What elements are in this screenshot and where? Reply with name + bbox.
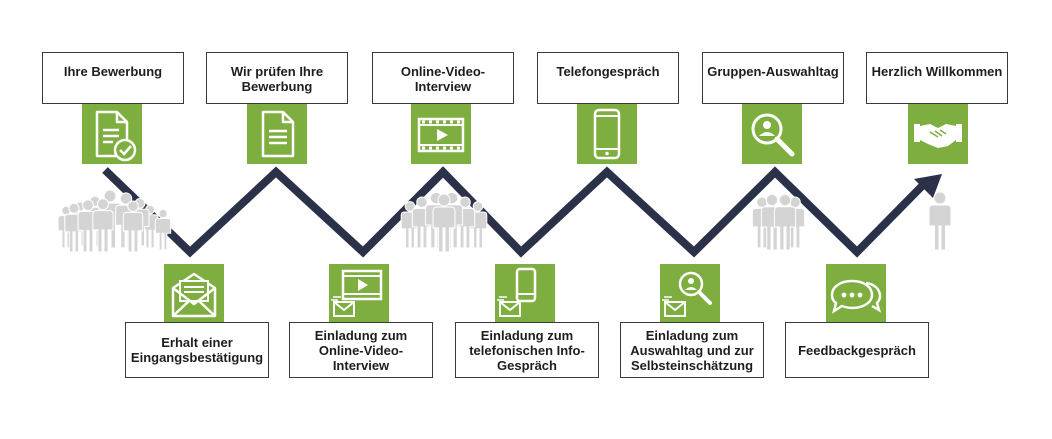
step-box-telefongespraech: Telefongespräch	[537, 52, 679, 104]
step-label: Erhalt einer Eingangsbestätigung	[130, 335, 264, 365]
video-player-icon	[411, 104, 471, 164]
step-box-herzlich-willkommen: Herzlich Willkommen	[866, 52, 1008, 104]
step-label: Ihre Bewerbung	[63, 64, 163, 79]
people-group	[400, 191, 488, 253]
smartphone-icon	[577, 104, 637, 164]
step-box-einladung-auswahltag: Einladung zum Auswahltag und zur Selbste…	[620, 322, 764, 378]
step-label: Online-Video-Interview	[400, 64, 486, 94]
document-check-icon	[82, 104, 142, 164]
step-label: Gruppen-Auswahltag	[707, 64, 839, 79]
person-icon	[122, 200, 144, 253]
step-label: Telefongespräch	[556, 64, 660, 79]
step-label: Einladung zum Auswahltag und zur Selbste…	[630, 327, 754, 373]
video-invite-icon	[329, 264, 389, 324]
step-box-einladung-telefon: Einladung zum telefonischen Info-Gespräc…	[455, 322, 599, 378]
step-box-ihre-bewerbung: Ihre Bewerbung	[42, 52, 184, 104]
step-label: Wir prüfen Ihre Bewerbung	[230, 64, 324, 94]
people-group	[57, 189, 172, 253]
magnifier-person-icon	[742, 104, 802, 164]
person-icon	[154, 208, 172, 251]
step-box-feedbackgespraech: Feedbackgespräch	[785, 322, 929, 378]
step-label: Einladung zum Online-Video-Interview	[314, 327, 408, 373]
people-group	[751, 193, 806, 251]
search-invite-icon	[660, 264, 720, 324]
person-icon	[928, 191, 952, 251]
document-icon	[247, 104, 307, 164]
step-label: Herzlich Willkommen	[871, 64, 1003, 79]
handshake-icon	[908, 104, 968, 164]
person-icon	[92, 198, 114, 253]
chat-bubbles-icon	[826, 264, 886, 324]
step-box-online-video-interview: Online-Video-Interview	[372, 52, 514, 104]
people-group	[928, 191, 952, 251]
step-label: Feedbackgespräch	[798, 342, 916, 358]
step-box-gruppen-auswahltag: Gruppen-Auswahltag	[702, 52, 844, 104]
person-icon	[773, 193, 797, 251]
phone-invite-icon	[495, 264, 555, 324]
step-box-eingangsbestaetigung: Erhalt einer Eingangsbestätigung	[125, 322, 269, 378]
person-icon	[432, 193, 456, 253]
step-box-wir-pruefen: Wir prüfen Ihre Bewerbung	[206, 52, 348, 104]
step-label: Einladung zum telefonischen Info-Gespräc…	[469, 327, 585, 373]
envelope-letter-icon	[164, 264, 224, 324]
step-box-einladung-video: Einladung zum Online-Video-Interview	[289, 322, 433, 378]
